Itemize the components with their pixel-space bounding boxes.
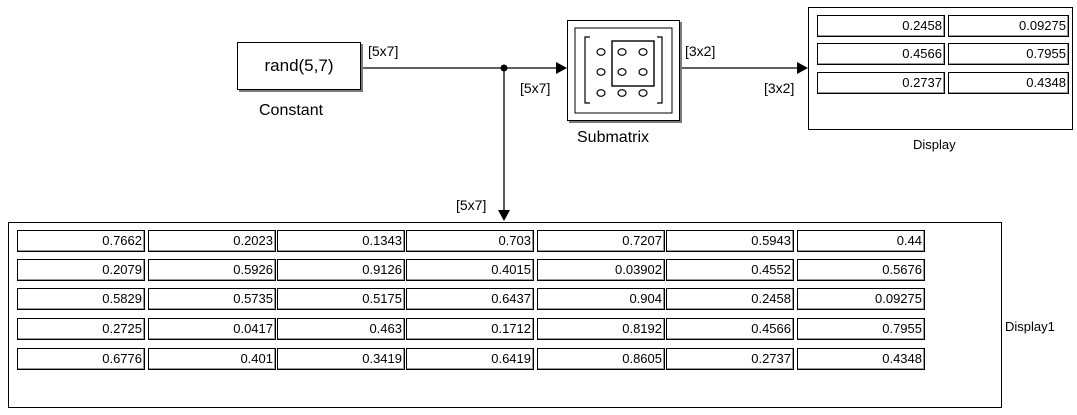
display-cell: 0.2737	[817, 72, 945, 94]
arrowhead-display-input	[797, 62, 808, 74]
submatrix-block-label: Submatrix	[577, 129, 650, 146]
display1-cell: 0.2458	[666, 288, 794, 310]
display-block[interactable]: 0.2458 0.09275 0.4566 0.7955 0.2737 0.43…	[808, 7, 1073, 130]
constant-block-label: Constant	[259, 102, 324, 119]
display1-cell: 0.6419	[406, 348, 534, 370]
display1-cell: 0.1343	[277, 230, 405, 252]
signal-dim-constant-out: [5x7]	[368, 43, 399, 59]
display1-cell: 0.5676	[797, 259, 925, 281]
display-cell: 0.4566	[817, 43, 945, 65]
display1-cell: 0.44	[797, 230, 925, 252]
display1-cell: 0.904	[537, 288, 665, 310]
arrowhead-display1-input	[498, 210, 510, 221]
signal-dim-submatrix-in: [5x7]	[520, 80, 551, 96]
display1-cell: 0.7207	[537, 230, 665, 252]
display1-cell: 0.5926	[148, 259, 276, 281]
display1-cell: 0.1712	[406, 318, 534, 340]
display1-cell: 0.3419	[277, 348, 405, 370]
display-cell: 0.2458	[817, 15, 945, 37]
signal-dim-submatrix-out: [3x2]	[685, 43, 716, 59]
display1-block-label: Display1	[1005, 319, 1055, 334]
constant-expression: rand(5,7)	[264, 56, 334, 75]
display1-cell: 0.2725	[17, 318, 145, 340]
display1-cell: 0.6437	[406, 288, 534, 310]
display1-cell: 0.463	[277, 318, 405, 340]
submatrix-icon	[574, 27, 673, 114]
display1-cell: 0.9126	[277, 259, 405, 281]
display1-cell: 0.2079	[17, 259, 145, 281]
display1-cell: 0.401	[148, 348, 276, 370]
signal-dim-display-in: [3x2]	[764, 80, 795, 96]
display1-cell: 0.4552	[666, 259, 794, 281]
display-block-label: Display	[913, 137, 956, 152]
display1-cell: 0.03902	[537, 259, 665, 281]
display1-cell: 0.4566	[666, 318, 794, 340]
display1-cell: 0.8192	[537, 318, 665, 340]
display1-cell: 0.703	[406, 230, 534, 252]
display1-cell: 0.7955	[797, 318, 925, 340]
display-cell: 0.4348	[948, 72, 1069, 94]
constant-block[interactable]: rand(5,7)	[237, 42, 361, 90]
display-cell: 0.7955	[948, 43, 1069, 65]
display1-cell: 0.5943	[666, 230, 794, 252]
display1-cell: 0.2737	[666, 348, 794, 370]
display1-cell: 0.5175	[277, 288, 405, 310]
display1-cell: 0.5829	[17, 288, 145, 310]
display1-cell: 0.0417	[148, 318, 276, 340]
display1-cell: 0.4015	[406, 259, 534, 281]
display1-cell: 0.5735	[148, 288, 276, 310]
display-cell: 0.09275	[948, 15, 1069, 37]
display1-cell: 0.09275	[797, 288, 925, 310]
display1-cell: 0.8605	[537, 348, 665, 370]
arrowhead-submatrix-input	[556, 62, 567, 74]
display1-cell: 0.2023	[148, 230, 276, 252]
display1-cell: 0.7662	[17, 230, 145, 252]
signal-dim-display1-in: [5x7]	[456, 197, 487, 213]
display1-cell: 0.4348	[797, 348, 925, 370]
submatrix-block[interactable]	[567, 20, 680, 121]
display1-cell: 0.6776	[17, 348, 145, 370]
